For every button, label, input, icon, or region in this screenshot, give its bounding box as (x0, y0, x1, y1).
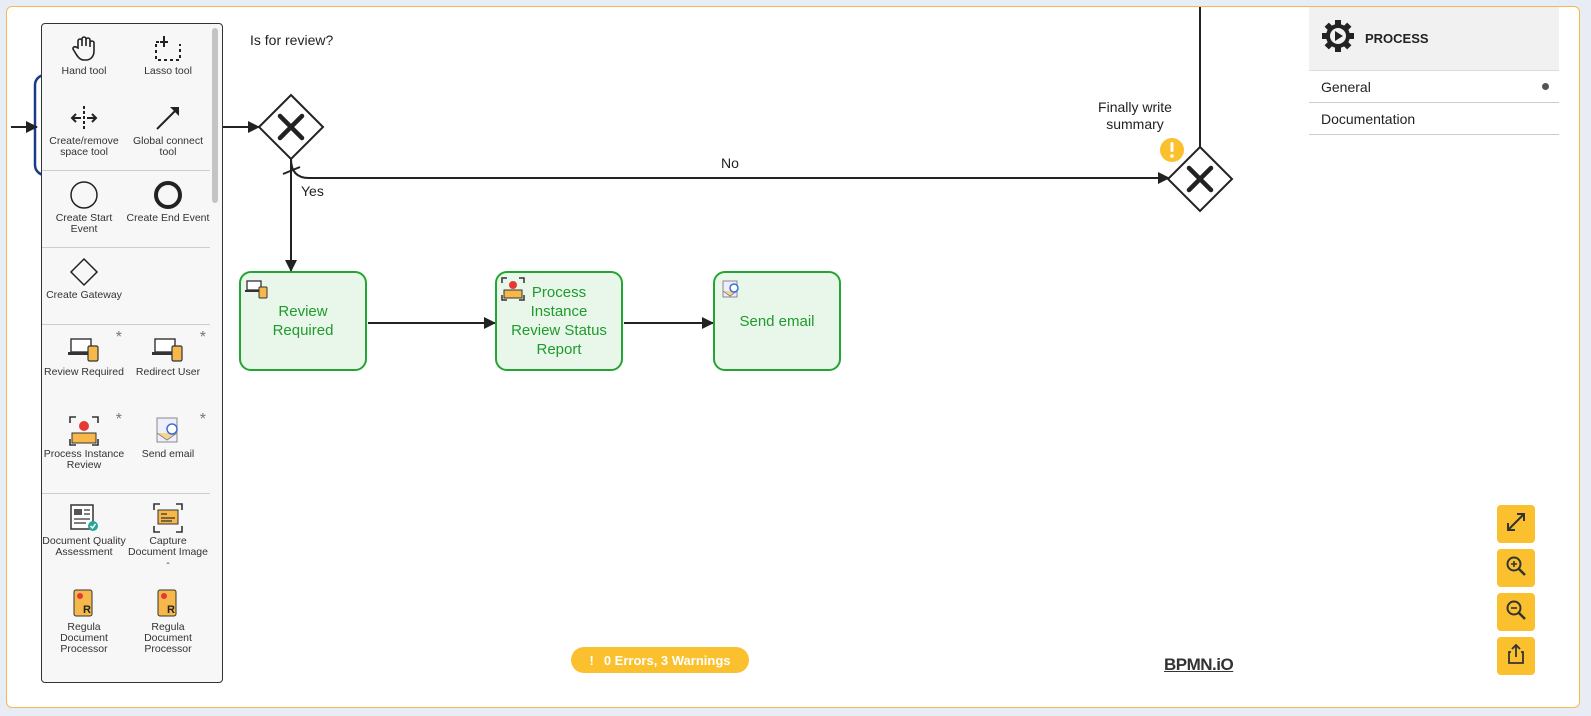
hand-icon (68, 32, 100, 64)
end-event-label: Create End Event (126, 212, 210, 224)
end-event-icon (152, 179, 184, 211)
properties-panel: PROCESS General Documentation (1309, 7, 1559, 707)
warning-icon: ! (589, 652, 594, 668)
space-tool-icon (68, 102, 100, 134)
task-send-email[interactable]: Send email (713, 271, 841, 371)
create-start-event[interactable]: Create Start Event (42, 171, 126, 247)
mail-icon (152, 415, 184, 447)
template-redirect-user[interactable]: * Redirect User (126, 325, 210, 407)
laptop-icon (152, 333, 184, 365)
gateway-icon (68, 256, 100, 288)
tool-palette: Hand tool Lasso tool Create/remove space… (41, 23, 223, 683)
hand-tool-label: Hand tool (61, 65, 107, 77)
template-send-email[interactable]: * Send email (126, 407, 210, 493)
regula-icon: R (68, 588, 100, 620)
process-instance-review-label: Process Instance Review (43, 448, 125, 471)
group-documentation-label: Documentation (1321, 110, 1416, 127)
lasso-icon (152, 32, 184, 64)
start-event-label: Create Start Event (55, 212, 113, 235)
gateway-label[interactable]: Is for review? (250, 32, 334, 48)
zoom-in-icon (1505, 555, 1527, 582)
favorite-star-icon: * (115, 411, 122, 428)
hand-tool[interactable]: Hand tool (42, 24, 126, 94)
task-review-required[interactable]: Review Required (239, 271, 367, 371)
laptop-task-icon (245, 277, 269, 301)
zoom-in-button[interactable] (1497, 549, 1535, 587)
decision-gateway[interactable] (257, 93, 325, 161)
fit-viewport-button[interactable] (1497, 505, 1535, 543)
document-quality-label: Document Quality Assessment (42, 535, 126, 558)
lasso-tool[interactable]: Lasso tool (126, 24, 210, 94)
space-tool[interactable]: Create/remove space tool (42, 94, 126, 170)
document-check-icon (68, 502, 100, 534)
regula-2-label: Regula Document Processor (144, 621, 192, 655)
group-documentation[interactable]: Documentation (1309, 103, 1559, 135)
template-review-required[interactable]: * Review Required (42, 325, 126, 407)
scan-task-icon (501, 277, 525, 301)
template-regula-2[interactable]: R Regula Document Processor (126, 580, 210, 668)
favorite-star-icon: * (199, 329, 206, 346)
zoom-out-icon (1505, 599, 1527, 626)
palette-group-events: Create Start Event Create End Event (42, 171, 210, 248)
process-gear-icon (1321, 19, 1355, 58)
template-capture-document[interactable]: Capture Document Image - (126, 494, 210, 580)
create-gateway[interactable]: Create Gateway (42, 248, 126, 324)
merge-gateway[interactable] (1166, 145, 1234, 213)
palette-group-documents: Document Quality Assessment Capture Docu… (42, 494, 210, 668)
capture-icon (152, 502, 184, 534)
properties-title: PROCESS (1365, 31, 1429, 46)
group-general[interactable]: General (1309, 71, 1559, 103)
merge-gateway-label[interactable]: Finally write summary (1098, 99, 1172, 132)
diagram-canvas[interactable]: Is for review? Yes No Finally write summ… (7, 7, 1579, 707)
yes-label[interactable]: Yes (301, 183, 324, 199)
gateway-label: Create Gateway (46, 289, 122, 301)
space-tool-label: Create/remove space tool (49, 135, 119, 158)
share-icon (1505, 643, 1527, 670)
connect-arrow-icon (152, 102, 184, 134)
task-send-email-label: Send email (739, 312, 815, 330)
regula-icon: R (152, 588, 184, 620)
app-frame: Is for review? Yes No Finally write summ… (6, 6, 1580, 708)
palette-group-gateway: Create Gateway (42, 248, 210, 325)
start-event-icon (68, 179, 100, 211)
linting-status-text: 0 Errors, 3 Warnings (603, 652, 731, 668)
favorite-star-icon: * (199, 411, 206, 428)
review-required-label: Review Required (44, 366, 124, 378)
task-process-report-label: Process Instance Review Status Report (511, 284, 607, 358)
template-regula-1[interactable]: R Regula Document Processor (42, 580, 126, 668)
warning-badge-icon[interactable] (1160, 138, 1184, 162)
redirect-user-label: Redirect User (135, 366, 201, 378)
global-connect-tool[interactable]: Global connect tool (126, 94, 210, 170)
group-general-label: General (1321, 78, 1371, 95)
scan-icon (68, 415, 100, 447)
template-document-quality[interactable]: Document Quality Assessment (42, 494, 126, 580)
svg-text:R: R (83, 604, 91, 616)
flow-no[interactable] (290, 158, 1170, 184)
template-process-instance-review[interactable]: * Process Instance Review (42, 407, 126, 493)
palette-group-tools: Hand tool Lasso tool Create/remove space… (42, 24, 210, 171)
task-process-report[interactable]: Process Instance Review Status Report (495, 271, 623, 371)
export-button[interactable] (1497, 637, 1535, 675)
lasso-tool-label: Lasso tool (144, 65, 192, 77)
palette-scrollbar[interactable] (212, 28, 218, 203)
palette-group-templates: * Review Required * Redirect User * Proc… (42, 325, 210, 494)
bpmn-io-logo[interactable]: BPMN.iO (1164, 655, 1234, 674)
zoom-out-button[interactable] (1497, 593, 1535, 631)
mail-task-icon (719, 277, 743, 301)
regula-1-label: Regula Document Processor (60, 621, 108, 655)
laptop-icon (68, 333, 100, 365)
capture-document-label: Capture Document Image - (128, 535, 208, 569)
global-connect-label: Global connect tool (132, 135, 204, 158)
diagram-svg (11, 7, 1234, 329)
send-email-label: Send email (141, 448, 195, 460)
svg-text:R: R (167, 604, 175, 616)
task-review-required-label: Review Required (272, 303, 334, 339)
favorite-star-icon: * (115, 329, 122, 346)
expand-icon (1505, 511, 1527, 538)
data-indicator-dot (1542, 83, 1549, 90)
properties-header: PROCESS (1309, 7, 1559, 71)
no-label[interactable]: No (721, 155, 739, 171)
create-end-event[interactable]: Create End Event (126, 171, 210, 247)
linting-status-button[interactable]: ! 0 Errors, 3 Warnings (571, 647, 749, 673)
